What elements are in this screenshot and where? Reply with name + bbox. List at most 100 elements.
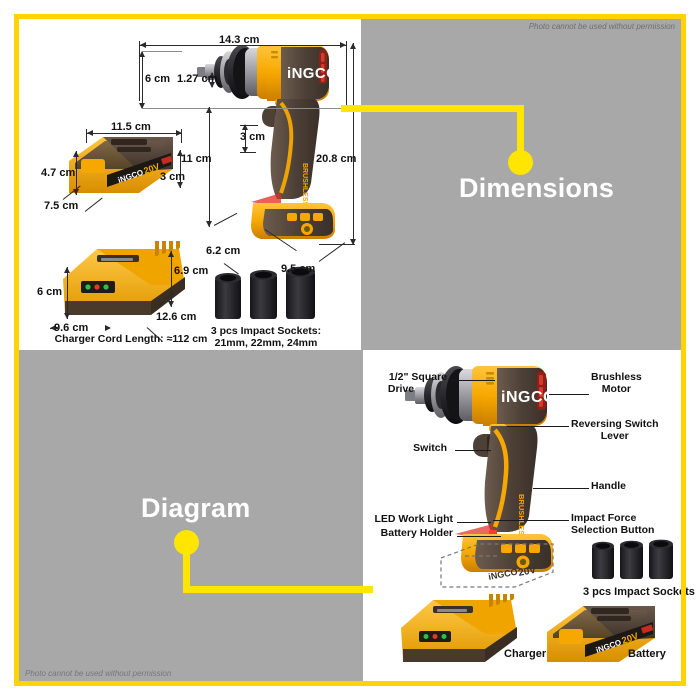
lead-battery-holder <box>457 536 501 538</box>
dim-label-battery-height: 4.7 cm <box>41 167 76 179</box>
dim-arrow-drive-down <box>209 82 215 88</box>
dim-arrow-down-6 <box>139 103 145 109</box>
dim-arrow-batt-right <box>176 130 182 136</box>
callout-battery-holder: Battery Holder <box>308 527 453 540</box>
lead-brushless-motor <box>549 394 589 396</box>
dim-arrow-total-down <box>350 239 356 245</box>
dim-label-total-height: 20.8 cm <box>316 153 357 165</box>
dim-label-base-depth: 6.2 cm <box>206 245 241 257</box>
dim-arrow-96-right <box>105 325 111 331</box>
diagram-title-panel <box>19 350 363 681</box>
dim-label-charger-height: 6 cm <box>37 286 63 298</box>
dim-arrow-47-down <box>73 189 79 195</box>
callout-impact-force-button-line2: Selection Button <box>571 523 655 536</box>
dimensions-section-title: Dimensions <box>459 173 615 203</box>
callout-square-drive: 1/2" Square Drive <box>355 371 447 396</box>
diagram-connector-dot <box>174 530 199 555</box>
callout-led-work-light-line1: LED Work Light <box>374 513 453 525</box>
dim-arrow-total-up <box>350 43 356 49</box>
callout-reversing-switch-lever: Reversing Switch Lever <box>571 418 659 443</box>
diagram-figures-panel: iNGCO BRUSHLESS <box>363 350 695 681</box>
callout-brushless-motor-line1: Brushless <box>591 371 642 383</box>
dimensions-connector-dot <box>508 150 533 175</box>
dim-arrow-ch69-up <box>168 251 174 257</box>
dimensions-title-panel <box>361 19 681 350</box>
svg-text:20V: 20V <box>142 161 160 176</box>
watermark-top: Photo cannot be used without permission <box>528 22 675 31</box>
impact-sockets-dimension-art <box>215 266 315 319</box>
dim-arrow-right-143 <box>340 42 346 48</box>
dim-label-charger-depth: 12.6 cm <box>156 311 197 323</box>
lead-reversing-switch-lever <box>507 426 569 428</box>
sockets-caption-line1: 3 pcs Impact Sockets: <box>210 325 322 337</box>
watermark-bottom: Photo cannot be used without permission <box>25 669 172 678</box>
callout-switch-line1: Switch <box>413 442 447 454</box>
dim-line-batt-47 <box>76 151 77 195</box>
callout-reversing-switch-lever-line1: Reversing Switch <box>571 418 659 430</box>
svg-text:iNGCO: iNGCO <box>287 65 338 82</box>
lead-square-drive <box>451 380 495 382</box>
dim-label-tool-width: 14.3 cm <box>219 34 260 46</box>
dim-line-head-6 <box>142 51 143 109</box>
dim-label-battery-depth: 7.5 cm <box>44 200 79 212</box>
charger-dimension-art <box>63 241 185 315</box>
dim-label-drive: 1.27 cm <box>177 73 218 85</box>
callout-switch: Switch <box>355 442 447 455</box>
callout-reversing-switch-lever-line2: Lever <box>600 429 629 442</box>
svg-text:BRUSHLESS: BRUSHLESS <box>301 163 308 207</box>
dim-label-body-height: 11 cm <box>181 153 212 165</box>
dim-arrow-47-up <box>73 151 79 157</box>
dim-label-charger-width: 9.6 cm <box>54 322 89 334</box>
dim-arrow-trigger-up <box>242 124 248 130</box>
lead-handle <box>533 488 589 490</box>
dim-label-trigger: 3 cm <box>240 131 266 143</box>
diagram-connector-vertical <box>183 548 190 593</box>
dim-tick-left-143 <box>139 41 140 101</box>
callout-impact-force-button: Impact Force Selection Button <box>571 512 655 537</box>
svg-text:20V: 20V <box>620 631 640 647</box>
dimensions-connector-horizontal <box>341 105 524 112</box>
dimensions-connector-vertical <box>517 105 524 161</box>
dim-tick-drive <box>212 73 213 87</box>
dim-line-charger-69 <box>171 251 172 307</box>
callout-brushless-motor: Brushless Motor <box>591 371 642 396</box>
dim-arrow-ch6-up <box>64 267 70 273</box>
impact-wrench-dimension-art: iNGCO BRUSHLESS <box>197 45 338 239</box>
dim-arrow-drive-up <box>209 72 215 78</box>
dim-tick-right-143 <box>346 41 347 105</box>
charger-diagram-art <box>401 594 517 662</box>
lead-switch <box>455 450 491 452</box>
svg-text:20V: 20V <box>517 565 537 579</box>
dim-arrow-batt3-down <box>177 182 183 188</box>
dim-line-total-208 <box>353 43 354 245</box>
diagram-section-title: Diagram <box>141 493 251 523</box>
dim-label-battery-top: 3 cm <box>160 171 186 183</box>
impact-sockets-diagram-art <box>592 539 673 579</box>
part-label-battery: Battery <box>628 648 666 660</box>
dim-arrow-trigger-down <box>242 147 248 153</box>
svg-text:BRUSHLESS: BRUSHLESS <box>517 494 526 540</box>
sockets-caption-line2: 21mm, 22mm, 24mm <box>214 337 318 349</box>
dimensions-figures-panel: iNGCO BRUSHLESS <box>19 19 361 350</box>
dim-arrow-ch6-down <box>64 313 70 319</box>
lead-led-work-light <box>457 522 491 524</box>
dim-arrow-batt-left <box>87 130 93 136</box>
dim-label-battery-length: 11.5 cm <box>111 121 151 133</box>
dim-line-body-11 <box>209 107 210 227</box>
dim-line-batt-3 <box>180 150 181 188</box>
dim-ext-trigger-top <box>240 125 258 126</box>
charger-cord-note: Charger Cord Length: ≈112 cm <box>54 333 208 345</box>
dim-arrow-left-143 <box>140 42 146 48</box>
svg-text:iNGCO: iNGCO <box>501 389 556 406</box>
dim-line-width-143 <box>139 45 347 46</box>
part-label-charger: Charger <box>504 648 547 660</box>
lead-impact-force-button <box>493 520 569 522</box>
callout-handle-line1: Handle <box>591 480 627 492</box>
dim-tick-batt-r <box>181 129 182 143</box>
dim-label-base-width: 9.5 cm <box>281 263 316 275</box>
callout-handle: Handle <box>591 480 627 493</box>
callout-impact-force-button-line1: Impact Force <box>571 512 637 524</box>
dim-line-charger-6 <box>67 267 68 319</box>
impact-wrench-diagram-art: iNGCO BRUSHLESS <box>405 366 556 588</box>
